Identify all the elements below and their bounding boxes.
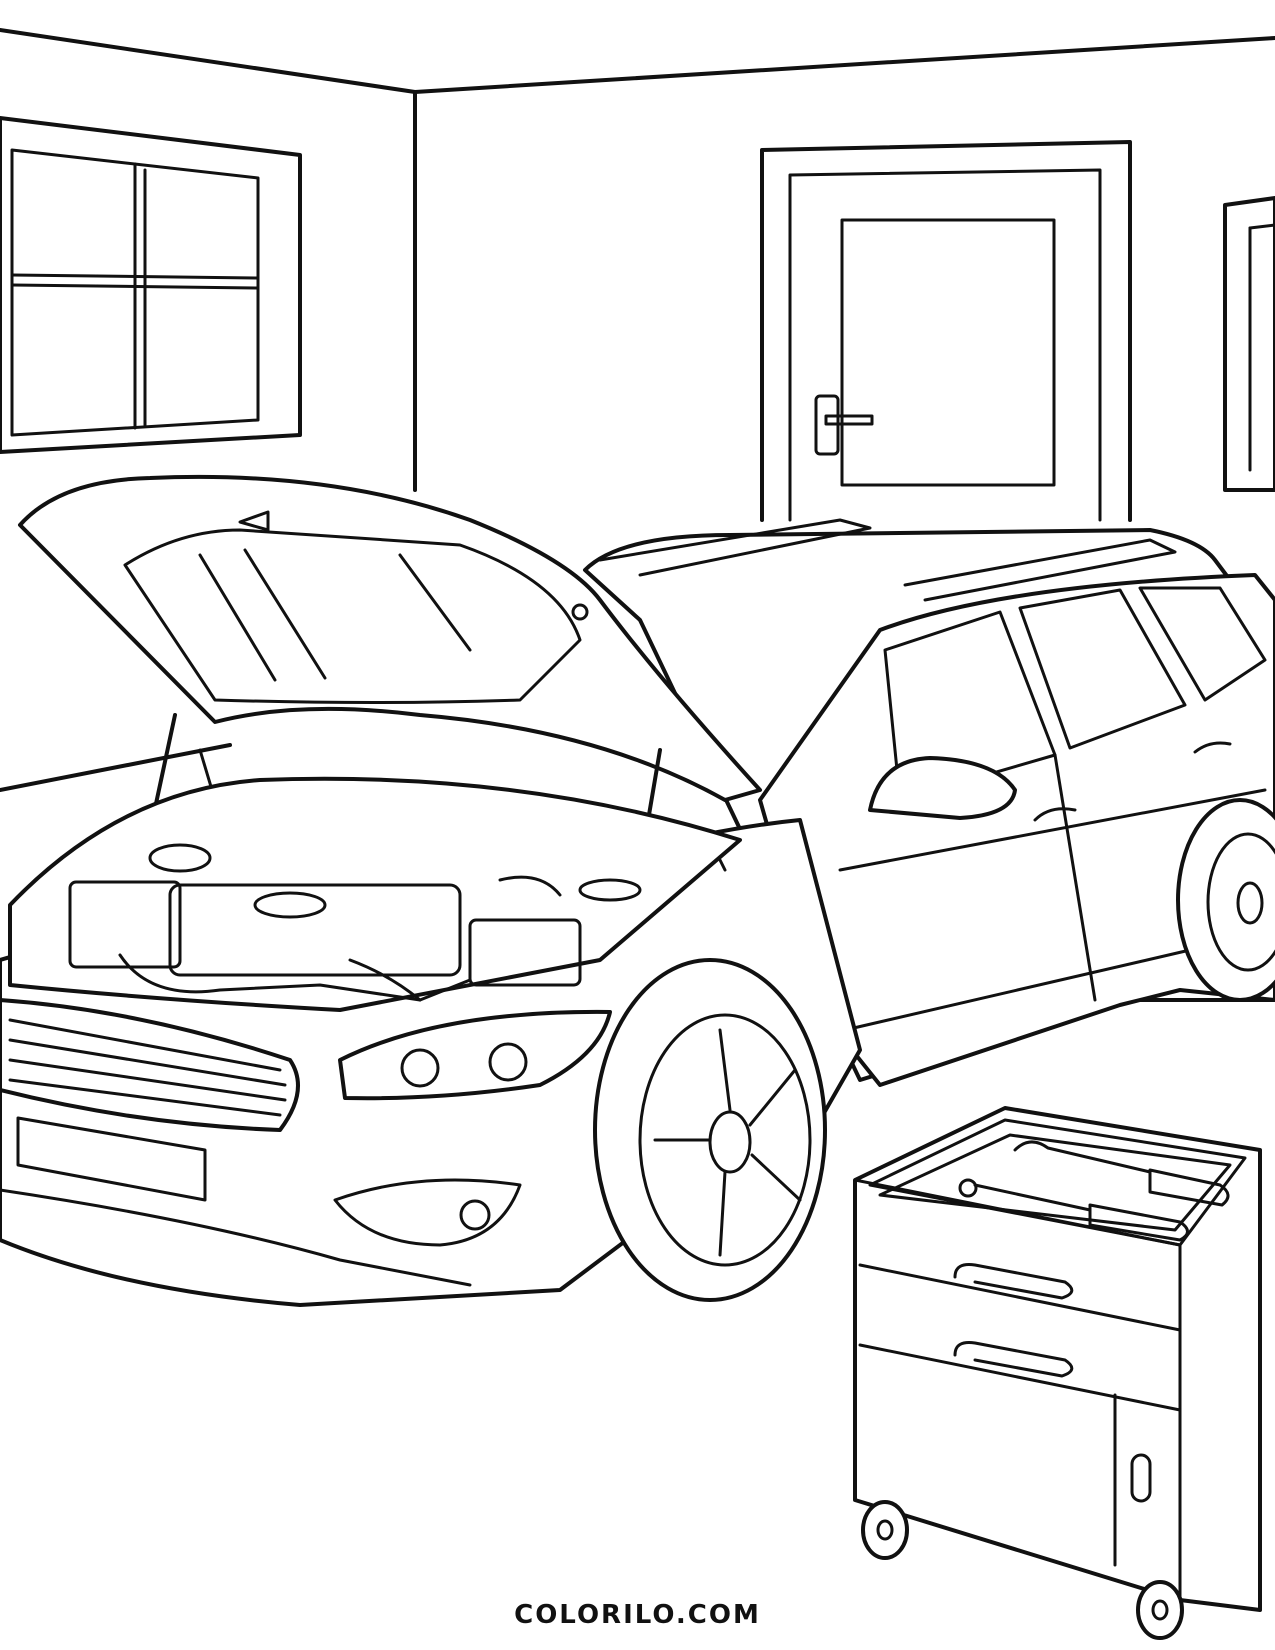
rear-wheel bbox=[1176, 798, 1275, 1002]
engine-bay bbox=[8, 776, 742, 1012]
fuse-box bbox=[468, 918, 582, 987]
drawer-handle bbox=[953, 1263, 1074, 1300]
engine-cover bbox=[168, 883, 462, 977]
screwdriver-icon bbox=[973, 1183, 1092, 1212]
screwdriver-handle-icon bbox=[1148, 1168, 1230, 1207]
room-walls bbox=[0, 28, 1275, 792]
car-front bbox=[0, 998, 612, 1287]
door bbox=[760, 140, 1132, 522]
door-handle-icon bbox=[824, 414, 874, 426]
car-door-handle bbox=[1193, 741, 1232, 754]
cart-wheel bbox=[861, 1500, 909, 1560]
cart-cabinet-handle bbox=[1130, 1453, 1152, 1503]
drawer-handle bbox=[953, 1341, 1074, 1378]
car bbox=[0, 474, 1275, 1307]
wrench-icon bbox=[1013, 1140, 1152, 1174]
oil-cap bbox=[253, 891, 327, 919]
window bbox=[0, 116, 302, 454]
front-wheel bbox=[593, 958, 827, 1302]
side-mirror bbox=[868, 756, 1017, 820]
tool-cart bbox=[853, 1106, 1262, 1640]
screwdriver-handle-icon bbox=[1088, 1203, 1189, 1242]
fog-light bbox=[333, 1178, 522, 1247]
reservoir-cap bbox=[148, 843, 212, 873]
watermark-text: COLORILO.COM bbox=[514, 1600, 761, 1630]
license-plate bbox=[16, 1116, 207, 1202]
cart-wheel bbox=[1136, 1580, 1184, 1640]
car-door-handle bbox=[1033, 807, 1077, 822]
headlight bbox=[338, 1009, 612, 1101]
right-window bbox=[1223, 196, 1275, 492]
battery bbox=[68, 880, 182, 969]
